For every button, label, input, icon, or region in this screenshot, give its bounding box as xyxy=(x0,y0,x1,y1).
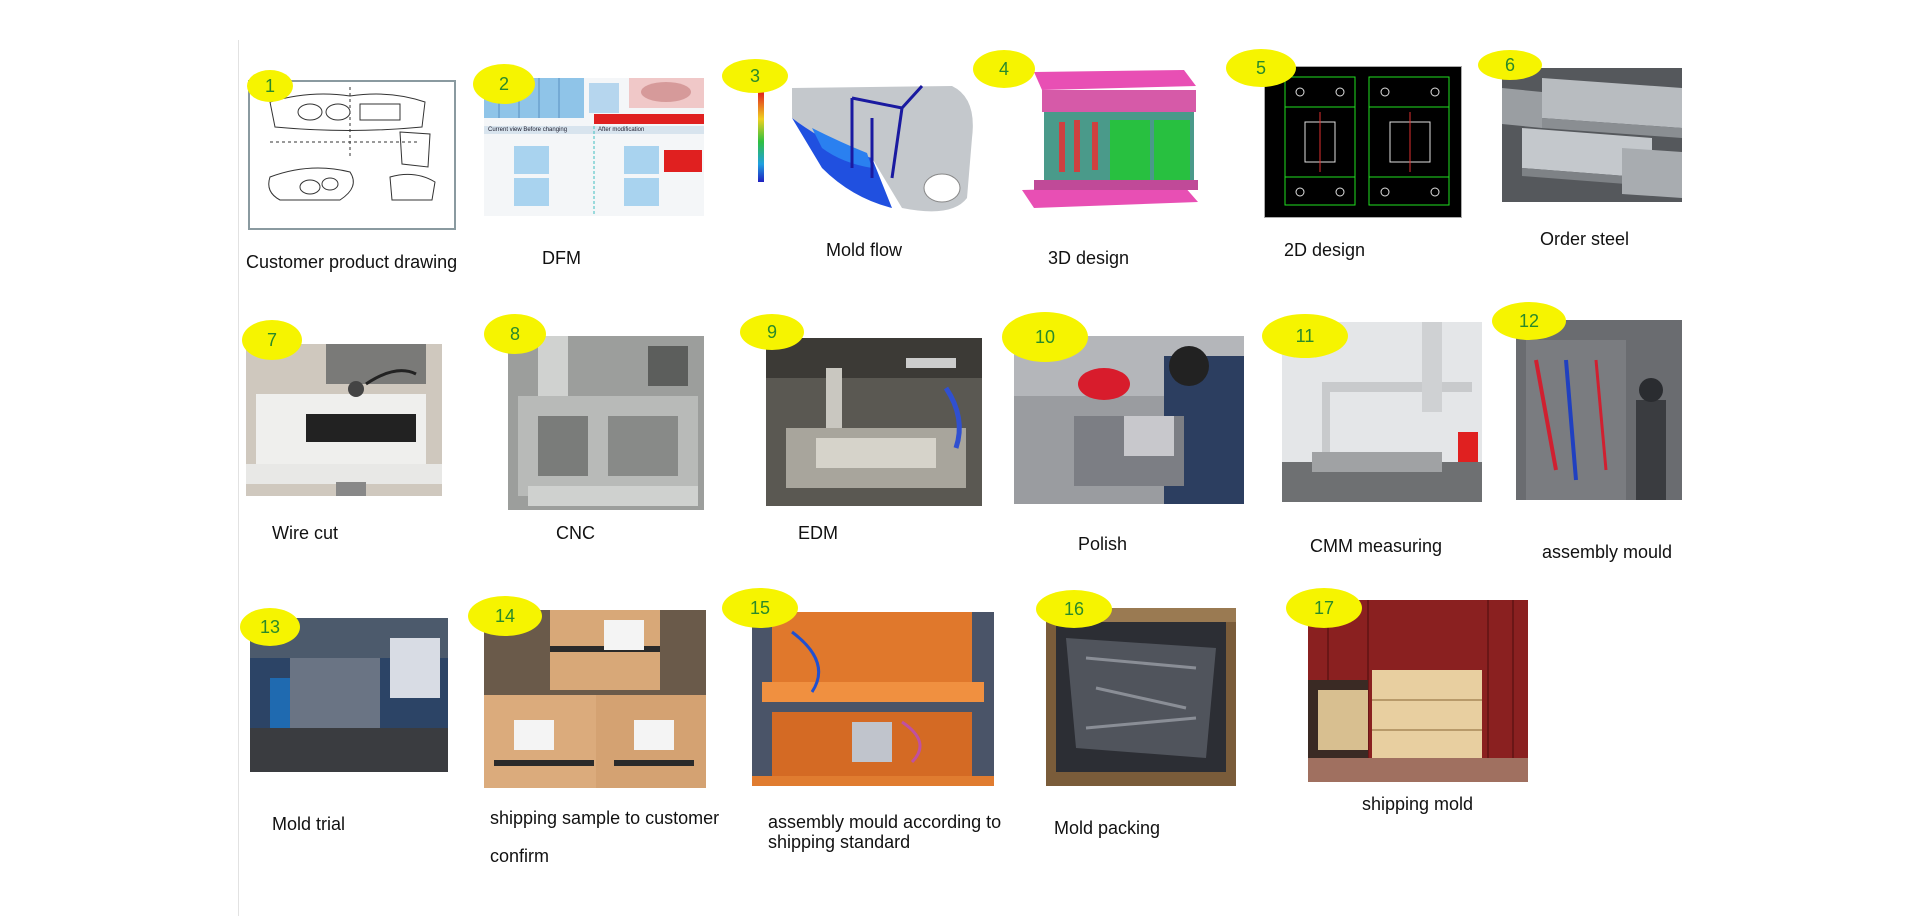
polish-image xyxy=(1014,336,1244,504)
step-caption: CMM measuring xyxy=(1310,536,1443,556)
step-number-badge: 7 xyxy=(242,320,302,360)
mold-flow-image xyxy=(752,78,996,228)
wire-cut-image xyxy=(246,344,442,496)
step-caption: Order steel xyxy=(1540,229,1630,249)
dfm-label-before: Current view Before changing xyxy=(488,127,568,133)
step-number-badge: 5 xyxy=(1226,49,1296,87)
step-caption: Customer product drawing xyxy=(246,252,458,272)
step-caption: EDM xyxy=(798,523,838,543)
cnc-image xyxy=(508,336,704,510)
left-divider-line xyxy=(238,40,239,916)
caption-line-2: confirm xyxy=(490,846,550,866)
step-number-badge: 2 xyxy=(473,64,535,104)
step-caption: shipping sample to customer confirm xyxy=(490,808,750,866)
step-caption: Mold trial xyxy=(272,814,346,834)
step-number-badge: 4 xyxy=(973,50,1035,88)
step-caption: Wire cut xyxy=(272,523,339,543)
step-number-badge: 15 xyxy=(722,588,798,628)
dfm-image: Current view Before changing After modif… xyxy=(484,78,704,216)
2d-design-image xyxy=(1264,66,1462,218)
assembly-standard-image xyxy=(752,612,994,786)
step-number-badge: 13 xyxy=(240,608,300,646)
dfm-label-after: After modification xyxy=(598,127,645,133)
step-number-badge: 11 xyxy=(1262,314,1348,358)
step-number-badge: 14 xyxy=(468,596,542,636)
caption-line-1: assembly mould according to xyxy=(768,812,1002,832)
edm-image xyxy=(766,338,982,506)
assembly-mould-image xyxy=(1516,320,1682,500)
step-caption: shipping mold xyxy=(1362,794,1474,814)
step-caption: Polish xyxy=(1078,534,1128,554)
caption-line-2: shipping standard xyxy=(768,832,911,852)
caption-line-1: shipping sample to customer xyxy=(490,808,720,828)
step-number-badge: 10 xyxy=(1002,312,1088,362)
step-number-badge: 8 xyxy=(484,314,546,354)
mold-packing-image xyxy=(1046,608,1236,786)
step-number-badge: 6 xyxy=(1478,50,1542,80)
step-caption: Mold packing xyxy=(1054,818,1161,838)
3d-design-image xyxy=(1014,62,1202,212)
order-steel-image xyxy=(1502,68,1682,202)
step-number-badge: 3 xyxy=(722,59,788,93)
customer-drawing-image xyxy=(248,80,456,230)
step-caption: assembly mould xyxy=(1542,542,1673,562)
step-number-badge: 16 xyxy=(1036,590,1112,628)
step-number-badge: 9 xyxy=(740,314,804,350)
step-number-badge: 12 xyxy=(1492,302,1566,340)
step-caption: CNC xyxy=(556,523,595,543)
step-caption: 3D design xyxy=(1048,248,1130,268)
step-caption: DFM xyxy=(542,248,581,268)
step-caption: 2D design xyxy=(1284,240,1366,260)
step-caption: Mold flow xyxy=(826,240,903,260)
shipping-mold-image xyxy=(1308,600,1528,782)
step-number-badge: 17 xyxy=(1286,588,1362,628)
step-caption: assembly mould according to shipping sta… xyxy=(768,812,1028,852)
shipping-sample-image xyxy=(484,610,706,788)
step-number-badge: 1 xyxy=(247,70,293,102)
